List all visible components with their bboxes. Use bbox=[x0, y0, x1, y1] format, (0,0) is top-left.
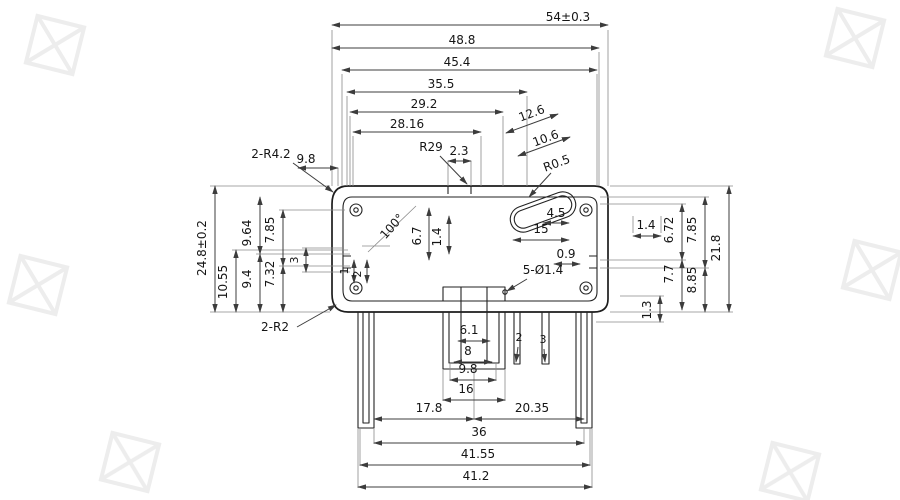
leader-lines bbox=[292, 155, 552, 363]
dim-12-6: 12.6 bbox=[517, 102, 547, 124]
dim-7-85-left: 7.85 bbox=[263, 217, 277, 244]
dim-3-left: 3 bbox=[288, 257, 301, 264]
dim-9-8-bottom: 9.8 bbox=[458, 362, 477, 376]
dim-angle-100: 100° bbox=[377, 211, 407, 242]
dim-41-2: 41.2 bbox=[463, 469, 490, 483]
label-2-r2: 2-R2 bbox=[261, 320, 289, 334]
dimension-lines bbox=[212, 22, 732, 490]
dim-7-7: 7.7 bbox=[662, 264, 676, 283]
dim-9-4: 9.4 bbox=[240, 269, 254, 288]
dim-r29: R29 bbox=[419, 140, 443, 154]
label-2-r4-2: 2-R4.2 bbox=[251, 147, 290, 161]
dim-0-9: 0.9 bbox=[556, 247, 575, 261]
dim-3-rib: 3 bbox=[540, 333, 547, 346]
label-5-holes: 5-Ø1.4 bbox=[523, 263, 564, 277]
dim-15: 15 bbox=[533, 222, 548, 236]
dim-7-85-right: 7.85 bbox=[685, 217, 699, 244]
dim-16: 16 bbox=[458, 382, 473, 396]
dim-6-7: 6.7 bbox=[410, 226, 424, 245]
dim-7-32: 7.32 bbox=[263, 261, 277, 288]
dim-r0-5: R0.5 bbox=[541, 152, 572, 175]
dim-29-2: 29.2 bbox=[411, 97, 438, 111]
dim-41-55: 41.55 bbox=[461, 447, 495, 461]
dim-9-8-top: 9.8 bbox=[296, 152, 315, 166]
dim-1-inner: 1 bbox=[338, 268, 351, 275]
dim-45-4: 45.4 bbox=[444, 55, 471, 69]
dim-overall-height: 24.8±0.2 bbox=[195, 220, 209, 276]
dim-36: 36 bbox=[471, 425, 486, 439]
dim-28-16: 28.16 bbox=[390, 117, 424, 131]
dim-4-5: 4.5 bbox=[546, 206, 565, 220]
dim-2-rib: 2 bbox=[516, 331, 523, 344]
dim-48-8: 48.8 bbox=[449, 33, 476, 47]
dim-1-4-inner: 1.4 bbox=[430, 227, 444, 246]
dim-6-1: 6.1 bbox=[459, 323, 478, 337]
dim-17-8: 17.8 bbox=[416, 401, 443, 415]
watermark-glyphs bbox=[6, 6, 900, 500]
dim-8-85: 8.85 bbox=[685, 267, 699, 294]
dim-10-55: 10.55 bbox=[216, 265, 230, 299]
dim-1-3: 1.3 bbox=[640, 300, 654, 319]
dim-20-35: 20.35 bbox=[515, 401, 549, 415]
dim-9-64: 9.64 bbox=[240, 220, 254, 247]
dim-2-inner: 2 bbox=[351, 271, 364, 278]
dimension-labels: 54±0.3 48.8 45.4 35.5 29.2 28.16 9.8 R29… bbox=[195, 10, 723, 483]
dim-2-3: 2.3 bbox=[449, 144, 468, 158]
dim-overall-width: 54±0.3 bbox=[546, 10, 590, 24]
dim-21-8: 21.8 bbox=[709, 235, 723, 262]
dim-6-72: 6.72 bbox=[662, 217, 676, 244]
dim-8: 8 bbox=[464, 344, 472, 358]
dim-1-4-right: 1.4 bbox=[636, 218, 655, 232]
dim-35-5: 35.5 bbox=[428, 77, 455, 91]
